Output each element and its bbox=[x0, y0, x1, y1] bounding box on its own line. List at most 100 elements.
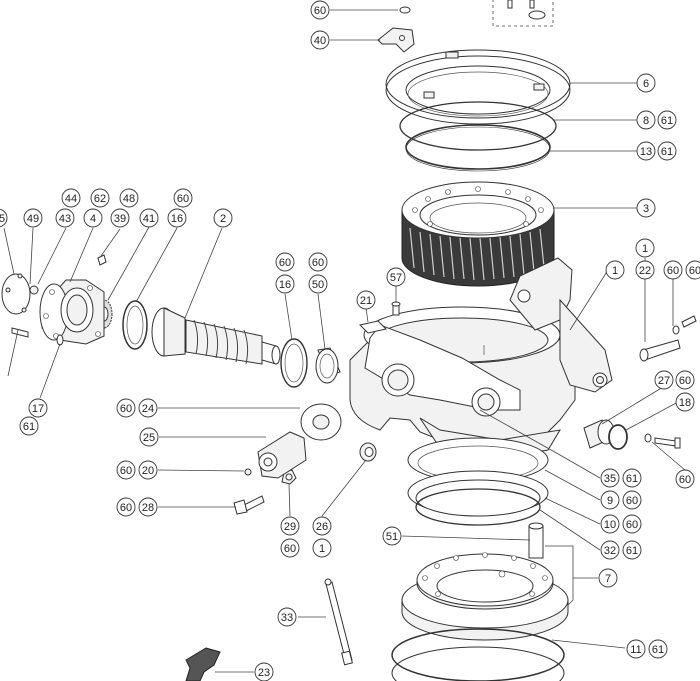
callout-8-label: 8 bbox=[643, 115, 649, 127]
callout-1-a: 1 bbox=[605, 260, 625, 280]
callout-39: 39 bbox=[110, 208, 130, 228]
callout-21: 21 bbox=[356, 290, 376, 310]
callout-60-20-label: 60 bbox=[120, 465, 132, 477]
part-small-43 bbox=[29, 285, 39, 295]
part-gear-ring-3 bbox=[401, 181, 555, 287]
callout-21-label: 21 bbox=[360, 295, 372, 307]
callout-57: 57 bbox=[386, 267, 406, 287]
callout-9: 9 bbox=[600, 490, 620, 510]
part-small-20 bbox=[244, 468, 252, 476]
callout-28: 28 bbox=[138, 497, 158, 517]
callout-61-b-label: 61 bbox=[661, 146, 673, 158]
part-flange-ring-6 bbox=[385, 49, 571, 125]
callout-60-16: 60 bbox=[275, 252, 295, 272]
part-ring-16-mid bbox=[280, 338, 308, 388]
callout-61-a-label: 61 bbox=[661, 115, 673, 127]
callout-39-label: 39 bbox=[114, 213, 126, 225]
part-worm-shaft-2 bbox=[151, 307, 281, 365]
callout-60-16-label: 60 bbox=[279, 257, 291, 269]
callout-60-r-label: 60 bbox=[667, 265, 679, 277]
callout-4: 4 bbox=[83, 208, 103, 228]
callout-13-label: 13 bbox=[640, 146, 652, 158]
callout-41: 41 bbox=[139, 208, 159, 228]
part-ring-50 bbox=[315, 347, 341, 384]
callout-28-label: 28 bbox=[142, 502, 154, 514]
callout-4-label: 4 bbox=[90, 213, 96, 225]
callout-22-label: 22 bbox=[639, 265, 651, 277]
callout-10-label: 10 bbox=[604, 519, 616, 531]
callout-48-label: 48 bbox=[123, 193, 135, 205]
part-bracket-40 bbox=[377, 27, 415, 53]
callout-3: 3 bbox=[636, 198, 656, 218]
callout-60-27: 60 bbox=[675, 370, 695, 390]
callout-11-label: 11 bbox=[630, 644, 641, 656]
callout-60-50: 60 bbox=[308, 252, 328, 272]
part-seal-ring-13 bbox=[405, 124, 551, 170]
callout-51: 51 bbox=[382, 526, 402, 546]
callout-22: 22 bbox=[635, 260, 655, 280]
callout-60-r: 60 bbox=[663, 260, 683, 280]
part-bolt-39 bbox=[97, 254, 107, 266]
callout-1-a-label: 1 bbox=[612, 265, 618, 277]
callout-6: 6 bbox=[636, 73, 656, 93]
callout-60-18-label: 60 bbox=[679, 474, 691, 486]
callout-1-26: 1 bbox=[312, 538, 332, 558]
callout-57-label: 57 bbox=[390, 272, 402, 284]
part-gear-housing-4 bbox=[39, 279, 105, 345]
part-rod-33 bbox=[324, 578, 353, 666]
callout-23-label: 23 bbox=[258, 667, 270, 679]
callout-5: 5 bbox=[0, 208, 8, 228]
callout-23: 23 bbox=[254, 662, 274, 681]
part-bracket-23 bbox=[185, 647, 221, 681]
callout-1-b-label: 1 bbox=[642, 243, 648, 255]
callout-62: 62 bbox=[90, 188, 110, 208]
callout-24: 24 bbox=[138, 398, 158, 418]
callout-60-24: 60 bbox=[116, 398, 136, 418]
callout-7-label: 7 bbox=[605, 573, 611, 585]
callout-2: 2 bbox=[213, 208, 233, 228]
callout-6-label: 6 bbox=[643, 78, 649, 90]
callout-27-label: 27 bbox=[658, 375, 670, 387]
part-plate-21 bbox=[359, 320, 387, 334]
callout-9-label: 9 bbox=[607, 495, 613, 507]
callout-26: 26 bbox=[312, 516, 332, 536]
callout-2-label: 2 bbox=[220, 213, 226, 225]
callout-60-top: 60 bbox=[310, 0, 330, 20]
callout-61-35: 61 bbox=[622, 468, 642, 488]
callout-60-24-label: 60 bbox=[120, 403, 132, 415]
callout-20-label: 20 bbox=[142, 465, 154, 477]
part-pin-51 bbox=[528, 522, 544, 559]
callout-32: 32 bbox=[600, 540, 620, 560]
callout-25: 25 bbox=[139, 427, 159, 447]
callout-20: 20 bbox=[138, 460, 158, 480]
callout-16-l: 16 bbox=[167, 208, 187, 228]
callout-60-top-label: 60 bbox=[314, 5, 326, 17]
callout-1-b: 1 bbox=[635, 238, 655, 258]
callout-61-35-label: 61 bbox=[626, 473, 638, 485]
callout-62-label: 62 bbox=[94, 193, 106, 205]
callout-60-l-label: 60 bbox=[177, 193, 189, 205]
callout-27: 27 bbox=[654, 370, 674, 390]
callout-43: 43 bbox=[55, 208, 75, 228]
callout-44: 44 bbox=[61, 188, 81, 208]
callout-61-17: 61 bbox=[19, 416, 39, 436]
part-washer-60-right bbox=[672, 325, 680, 335]
part-washer-60-18 bbox=[644, 433, 652, 443]
callout-51-label: 51 bbox=[386, 531, 398, 543]
callout-33-label: 33 bbox=[281, 612, 293, 624]
callout-3-label: 3 bbox=[643, 203, 649, 215]
callout-11: 11 bbox=[626, 639, 646, 659]
callout-1-26-label: 1 bbox=[319, 543, 325, 555]
part-lever-25 bbox=[257, 431, 307, 479]
detail-washer bbox=[528, 10, 546, 20]
callout-13: 13 bbox=[636, 141, 656, 161]
callout-25-label: 25 bbox=[143, 432, 155, 444]
callout-29: 29 bbox=[280, 516, 300, 536]
callout-61-11: 61 bbox=[648, 639, 668, 659]
part-cover-5 bbox=[1, 273, 31, 315]
part-ring-11 bbox=[391, 628, 565, 681]
callout-16-m: 16 bbox=[275, 274, 295, 294]
callout-60-l: 60 bbox=[173, 188, 193, 208]
